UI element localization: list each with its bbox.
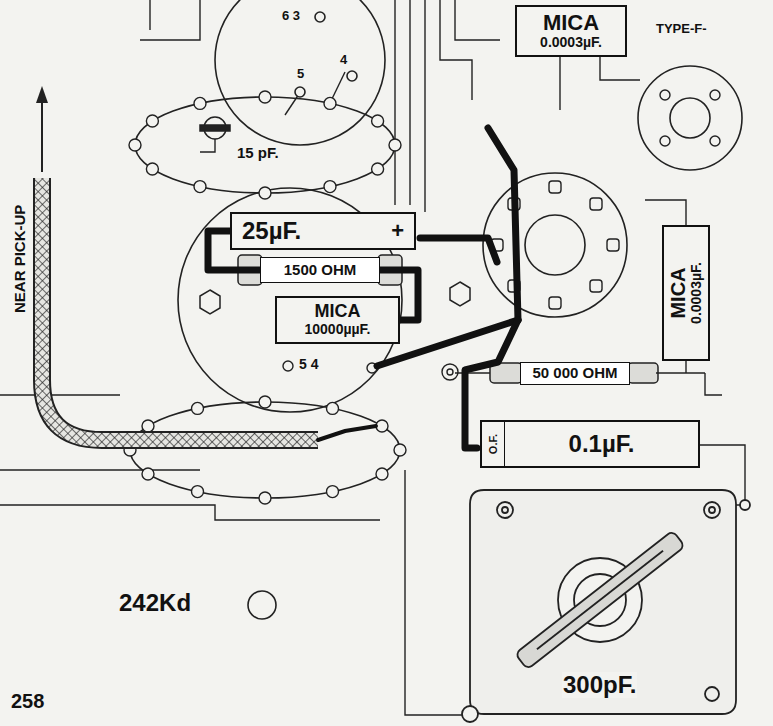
polarity-mark: + (391, 219, 404, 243)
pin-number: 5 4 (298, 357, 319, 372)
mica-capacitor-box: MICA0.0003µF. (662, 225, 710, 361)
heavy-wires (377, 128, 518, 448)
dielectric-label: MICA (667, 267, 689, 318)
thin-wires (0, 0, 745, 715)
resistor-box: 50 000 OHM (520, 362, 630, 385)
pin-number: 5 (296, 67, 305, 81)
part-number: 242Kd (118, 590, 192, 616)
hole-symbol (248, 591, 276, 619)
capacitor-value: 0.0003µF. (540, 35, 602, 50)
page-number: 258 (10, 690, 45, 712)
capacitor-value: 0.1µF. (505, 431, 698, 457)
paper-capacitor-box: O.F. 0.1µF. (480, 420, 700, 468)
pin-number: 4 (339, 53, 348, 67)
variable-capacitor (462, 490, 750, 722)
mica-capacitor-box: MICA10000µµF. (275, 296, 400, 344)
cable-note: NEAR PICK-UP (12, 204, 29, 314)
resistor-box: 1500 OHM (260, 257, 380, 283)
rotated-text-group: MICA0.0003µF. (662, 225, 710, 361)
capacitor-value: 25µF. (242, 218, 301, 244)
dielectric-label: MICA (315, 302, 361, 322)
mica-capacitor-box: MICA0.0003µF. (515, 5, 627, 57)
capacitor-value: 0.0003µF. (689, 262, 704, 324)
electrolytic-capacitor-box: 25µF. + (230, 212, 416, 250)
dielectric-label: MICA (543, 11, 599, 35)
trimmer-symbol (200, 117, 230, 139)
capacitor-value: 15 pF. (236, 145, 280, 162)
socket-type-label: TYPE-F- (655, 22, 708, 36)
label-cell: O.F. (482, 422, 505, 466)
resistor-value: 50 000 OHM (532, 365, 617, 382)
pin-number: 6 3 (281, 9, 301, 23)
shielded-cable (36, 86, 376, 440)
capacitor-value: 300pF. (562, 672, 637, 698)
tube-sockets (130, 0, 742, 498)
capacitor-value: 10000µµF. (305, 322, 371, 337)
resistor-value: 1500 OHM (284, 262, 357, 279)
dielectric-label: O.F. (487, 434, 499, 454)
